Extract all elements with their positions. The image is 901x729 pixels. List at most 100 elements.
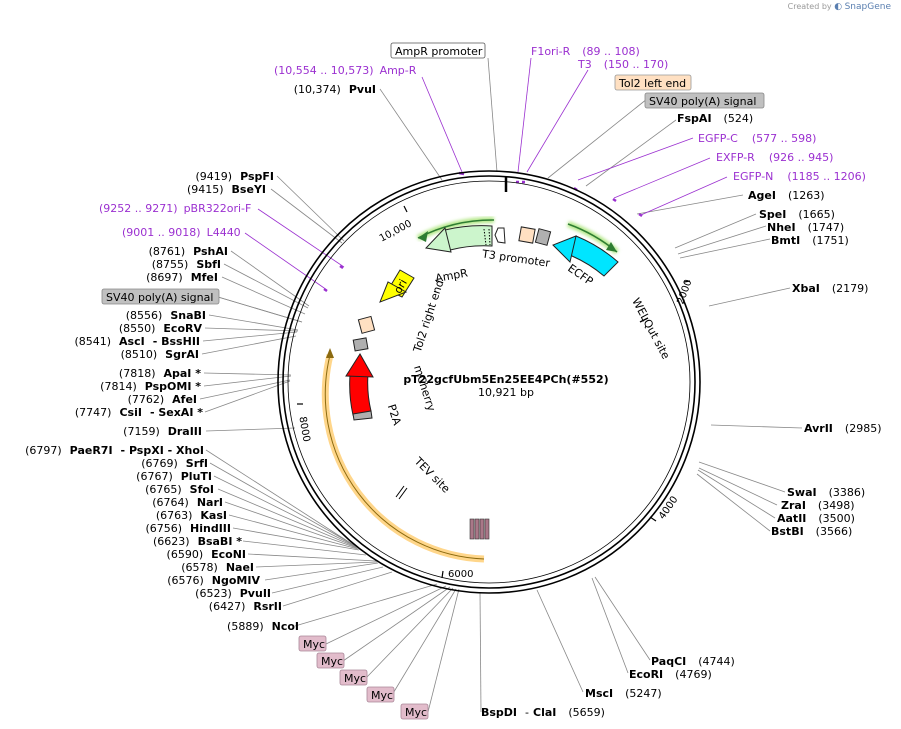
primer-amp-r[interactable]: (10,554 .. 10,573)Amp-R <box>274 64 417 77</box>
box-myc-5[interactable]: Myc <box>405 706 427 719</box>
primer-f1ori-r[interactable]: F1ori-R(89 .. 108) <box>531 45 640 58</box>
plasmid-size: 10,921 bp <box>478 386 534 399</box>
enzyme-labels-right: FspAI(524) AgeI(1263) SpeI(1665) NheI(17… <box>481 112 881 719</box>
enzyme-ncoi[interactable]: (5889)NcoI <box>227 620 299 633</box>
enzyme-spei[interactable]: SpeI(1665) <box>759 208 835 221</box>
primer-labels: (10,554 .. 10,573)Amp-R F1ori-R(89 .. 10… <box>99 45 866 239</box>
enzyme-msci[interactable]: MscI(5247) <box>585 687 662 700</box>
ampr-arrowhead <box>424 226 452 253</box>
ecfp-feature[interactable] <box>564 235 619 277</box>
label-p2a: P2A <box>385 403 404 428</box>
enzyme-bseyi[interactable]: (9415)BseYI <box>187 183 266 196</box>
enzyme-ngomiv[interactable]: (6576)NgoMIV <box>167 574 260 587</box>
enzyme-avrii[interactable]: AvrII(2985) <box>804 422 881 435</box>
enzyme-csii-sexai[interactable]: (7747)CsiI- SexAI * <box>75 406 203 419</box>
enzyme-agei[interactable]: AgeI(1263) <box>748 189 825 202</box>
enzyme-sfoi[interactable]: (6765)SfoI <box>145 483 214 496</box>
feature-labels: AmpR T3 promoter ECFP ori Tol2 right end… <box>385 247 673 495</box>
mcherry-feature[interactable] <box>349 373 372 416</box>
enzyme-hindiii[interactable]: (6756)HindIII <box>145 522 231 535</box>
myc-tag-cluster[interactable] <box>469 518 490 540</box>
enzyme-srfi[interactable]: (6769)SrfI <box>141 457 208 470</box>
sv40-top-feature[interactable] <box>534 228 552 246</box>
label-welqut: WELQut site <box>629 296 672 362</box>
primer-egfp-n[interactable]: EGFP-N(1185 .. 1206) <box>733 170 866 183</box>
enzyme-sbfi[interactable]: (8755)SbfI <box>152 258 221 271</box>
label-tol2-right: Tol2 right end <box>411 278 447 354</box>
enzyme-draiii[interactable]: (7159)DraIII <box>123 425 202 438</box>
enzyme-mfei[interactable]: (8697)MfeI <box>146 271 218 284</box>
box-sv40-top[interactable]: SV40 poly(A) signal <box>649 95 756 108</box>
enzyme-asci-bsshii[interactable]: (8541)AscI- BssHII <box>74 335 200 348</box>
enzyme-pspomi[interactable]: (7814)PspOMI * <box>100 380 201 393</box>
label-t3-promoter: T3 promoter <box>480 247 551 270</box>
credit-brand: SnapGene <box>844 2 891 12</box>
enzyme-pvuii[interactable]: (6523)PvuII <box>195 587 271 600</box>
enzyme-bspdi-clai[interactable]: BspDI-ClaI(5659) <box>481 706 605 719</box>
enzyme-xbai[interactable]: XbaI(2179) <box>792 282 868 295</box>
primer-egfp-c[interactable]: EGFP-C(577 .. 598) <box>698 132 816 145</box>
enzyme-kasi[interactable]: (6763)KasI <box>156 509 227 522</box>
enzyme-snabi[interactable]: (8556)SnaBI <box>126 309 206 322</box>
ampr-promoter-feature[interactable] <box>494 227 506 244</box>
p2a-feature[interactable] <box>352 410 373 421</box>
enzyme-afei[interactable]: (7762)AfeI <box>128 393 197 406</box>
enzyme-bmti[interactable]: BmtI(1751) <box>771 234 849 247</box>
box-sv40-left[interactable]: SV40 poly(A) signal <box>106 291 213 304</box>
ampr-feature[interactable] <box>444 225 493 251</box>
credit-prefix: Created by <box>787 2 832 11</box>
primer-lines <box>244 57 728 291</box>
enzyme-naei[interactable]: (6578)NaeI <box>181 561 254 574</box>
enzyme-econi[interactable]: (6590)EcoNI <box>167 548 246 561</box>
label-mcherry: mCherry <box>411 364 438 414</box>
enzyme-bsabi[interactable]: (6623)BsaBI * <box>153 535 242 548</box>
primer-exfp-r[interactable]: EXFP-R(926 .. 945) <box>716 151 833 164</box>
tev-site-marks <box>395 485 408 500</box>
enzyme-pvui[interactable]: (10,374)PvuI <box>294 83 376 96</box>
box-myc-1[interactable]: Myc <box>303 638 325 651</box>
enzyme-pluti[interactable]: (6767)PluTI <box>136 470 212 483</box>
enzyme-nhei[interactable]: NheI(1747) <box>767 221 844 234</box>
credit: Created by ◐ SnapGene <box>788 2 891 12</box>
enzyme-swai[interactable]: SwaI(3386) <box>787 486 865 499</box>
enzyme-sgrai[interactable]: (8510)SgrAI <box>121 348 199 361</box>
primer-t3[interactable]: T3(150 .. 170) <box>577 58 668 71</box>
enzyme-nari[interactable]: (6764)NarI <box>152 496 223 509</box>
enzyme-rsrii[interactable]: (6427)RsrII <box>209 600 282 613</box>
sv40-left-feature[interactable] <box>352 337 369 352</box>
snapgene-logo-icon: ◐ <box>834 2 843 12</box>
enzyme-ecorv[interactable]: (8550)EcoRV <box>119 322 203 335</box>
ori-arrowhead <box>379 281 408 303</box>
tick-4000: 4000 <box>657 494 681 521</box>
label-ampr: AmpR <box>434 266 469 285</box>
box-tol2-left[interactable]: Tol2 left end <box>618 77 686 90</box>
primer-pbr322ori-f[interactable]: (9252 .. 9271)pBR322ori-F <box>99 202 251 215</box>
ecfp-arrowhead <box>552 235 577 263</box>
enzyme-pspfi[interactable]: (9419)PspFI <box>196 170 274 183</box>
tol2-left-feature[interactable] <box>518 226 536 244</box>
enzyme-fspai[interactable]: FspAI(524) <box>677 112 753 125</box>
direction-arcs <box>416 216 619 255</box>
enzyme-apai[interactable]: (7818)ApaI * <box>119 367 201 380</box>
mcherry-arrowhead <box>345 353 374 378</box>
backbone-ring <box>277 170 701 594</box>
tick-8000: 8000 <box>296 416 311 443</box>
enzyme-paer7i-pspxi-xhoi[interactable]: (6797)PaeR7I- PspXI - XhoI <box>25 444 204 457</box>
enzyme-pshai[interactable]: (8761)PshAI <box>149 245 228 258</box>
welqut-mark <box>639 317 649 323</box>
enzyme-aatii[interactable]: AatII(3500) <box>777 512 855 525</box>
box-myc-2[interactable]: Myc <box>321 655 343 668</box>
tol2-right-feature[interactable] <box>357 315 376 334</box>
primer-l4440[interactable]: (9001 .. 9018)L4440 <box>122 226 241 239</box>
enzyme-paqci[interactable]: PaqCI(4744) <box>651 655 735 668</box>
enzyme-zrai[interactable]: ZraI(3498) <box>781 499 855 512</box>
enzyme-ecori[interactable]: EcoRI(4769) <box>629 668 712 681</box>
tick-6000: 6000 <box>448 569 473 580</box>
box-ampr-promoter[interactable]: AmpR promoter <box>395 45 483 58</box>
enzyme-bstbi[interactable]: BstBI(3566) <box>771 525 852 538</box>
box-myc-4[interactable]: Myc <box>371 689 393 702</box>
label-tev: TEV site <box>411 454 453 496</box>
box-myc-3[interactable]: Myc <box>344 672 366 685</box>
